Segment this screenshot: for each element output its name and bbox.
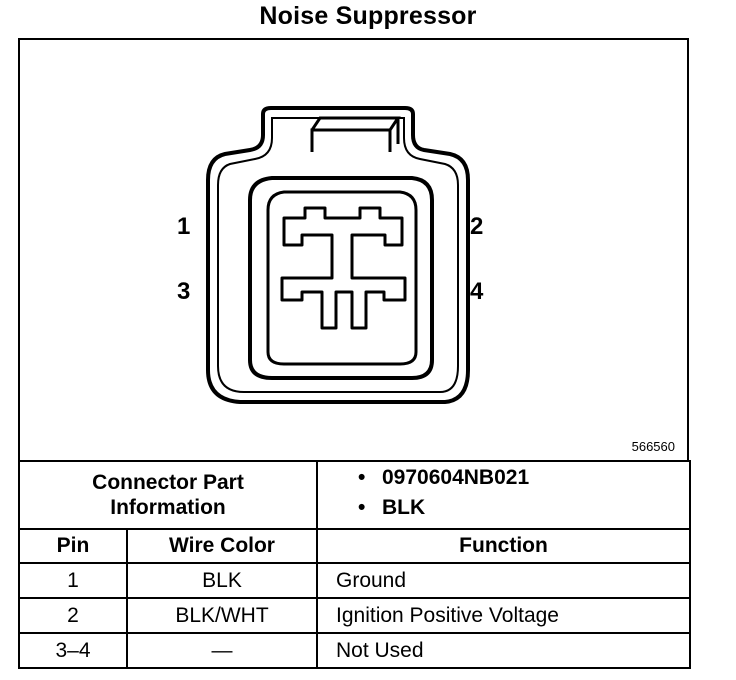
connector-housing-outline bbox=[206, 106, 470, 404]
cell-function: Ground bbox=[316, 562, 691, 599]
connector-part-label: Connector Part Information bbox=[18, 460, 318, 530]
connector-part-list: •0970604NB021 •BLK bbox=[316, 460, 691, 530]
terminal-cavity bbox=[280, 206, 407, 330]
pin-label-3: 3 bbox=[177, 278, 191, 305]
table-header: Pin Wire Color Function bbox=[18, 528, 691, 564]
page-title: Noise Suppressor bbox=[259, 2, 477, 30]
cell-pin: 2 bbox=[18, 597, 128, 634]
connector-diagram: 1 2 3 4 566560 bbox=[18, 38, 689, 460]
latch-block-top bbox=[310, 116, 401, 131]
pin-label-1: 1 bbox=[177, 213, 191, 240]
table-row: 2 BLK/WHT Ignition Positive Voltage bbox=[18, 597, 691, 634]
mating-face-outer bbox=[248, 176, 434, 380]
cell-function: Not Used bbox=[316, 632, 691, 669]
cell-wire: — bbox=[126, 632, 318, 669]
connector-part-label-line2: Information bbox=[110, 496, 226, 519]
cell-wire: BLK/WHT bbox=[126, 597, 318, 634]
connector-drawing bbox=[206, 106, 470, 404]
mating-face-inner bbox=[266, 190, 418, 366]
connector-housing-inner-outline bbox=[217, 117, 459, 393]
header-pin: Pin bbox=[18, 528, 128, 564]
connector-part-row: Connector Part Information •0970604NB021… bbox=[18, 460, 691, 530]
table-row: 1 BLK Ground bbox=[18, 562, 691, 599]
figure-id: 566560 bbox=[631, 439, 675, 454]
part-number: 0970604NB021 bbox=[382, 466, 530, 489]
cell-pin: 1 bbox=[18, 562, 128, 599]
pin-label-4: 4 bbox=[470, 278, 484, 305]
list-item: •0970604NB021 bbox=[358, 466, 530, 489]
latch-block bbox=[310, 128, 392, 152]
table-row: 3–4 — Not Used bbox=[18, 632, 691, 669]
connector-part-label-line1: Connector Part bbox=[92, 471, 244, 494]
list-item: •BLK bbox=[358, 496, 426, 519]
header-wire-color: Wire Color bbox=[126, 528, 318, 564]
connector-table: Connector Part Information •0970604NB021… bbox=[18, 460, 691, 669]
cell-function: Ignition Positive Voltage bbox=[316, 597, 691, 634]
pin-label-2: 2 bbox=[470, 213, 484, 240]
connector-color: BLK bbox=[382, 496, 426, 519]
cell-pin: 3–4 bbox=[18, 632, 128, 669]
header-function: Function bbox=[316, 528, 691, 564]
cell-wire: BLK bbox=[126, 562, 318, 599]
